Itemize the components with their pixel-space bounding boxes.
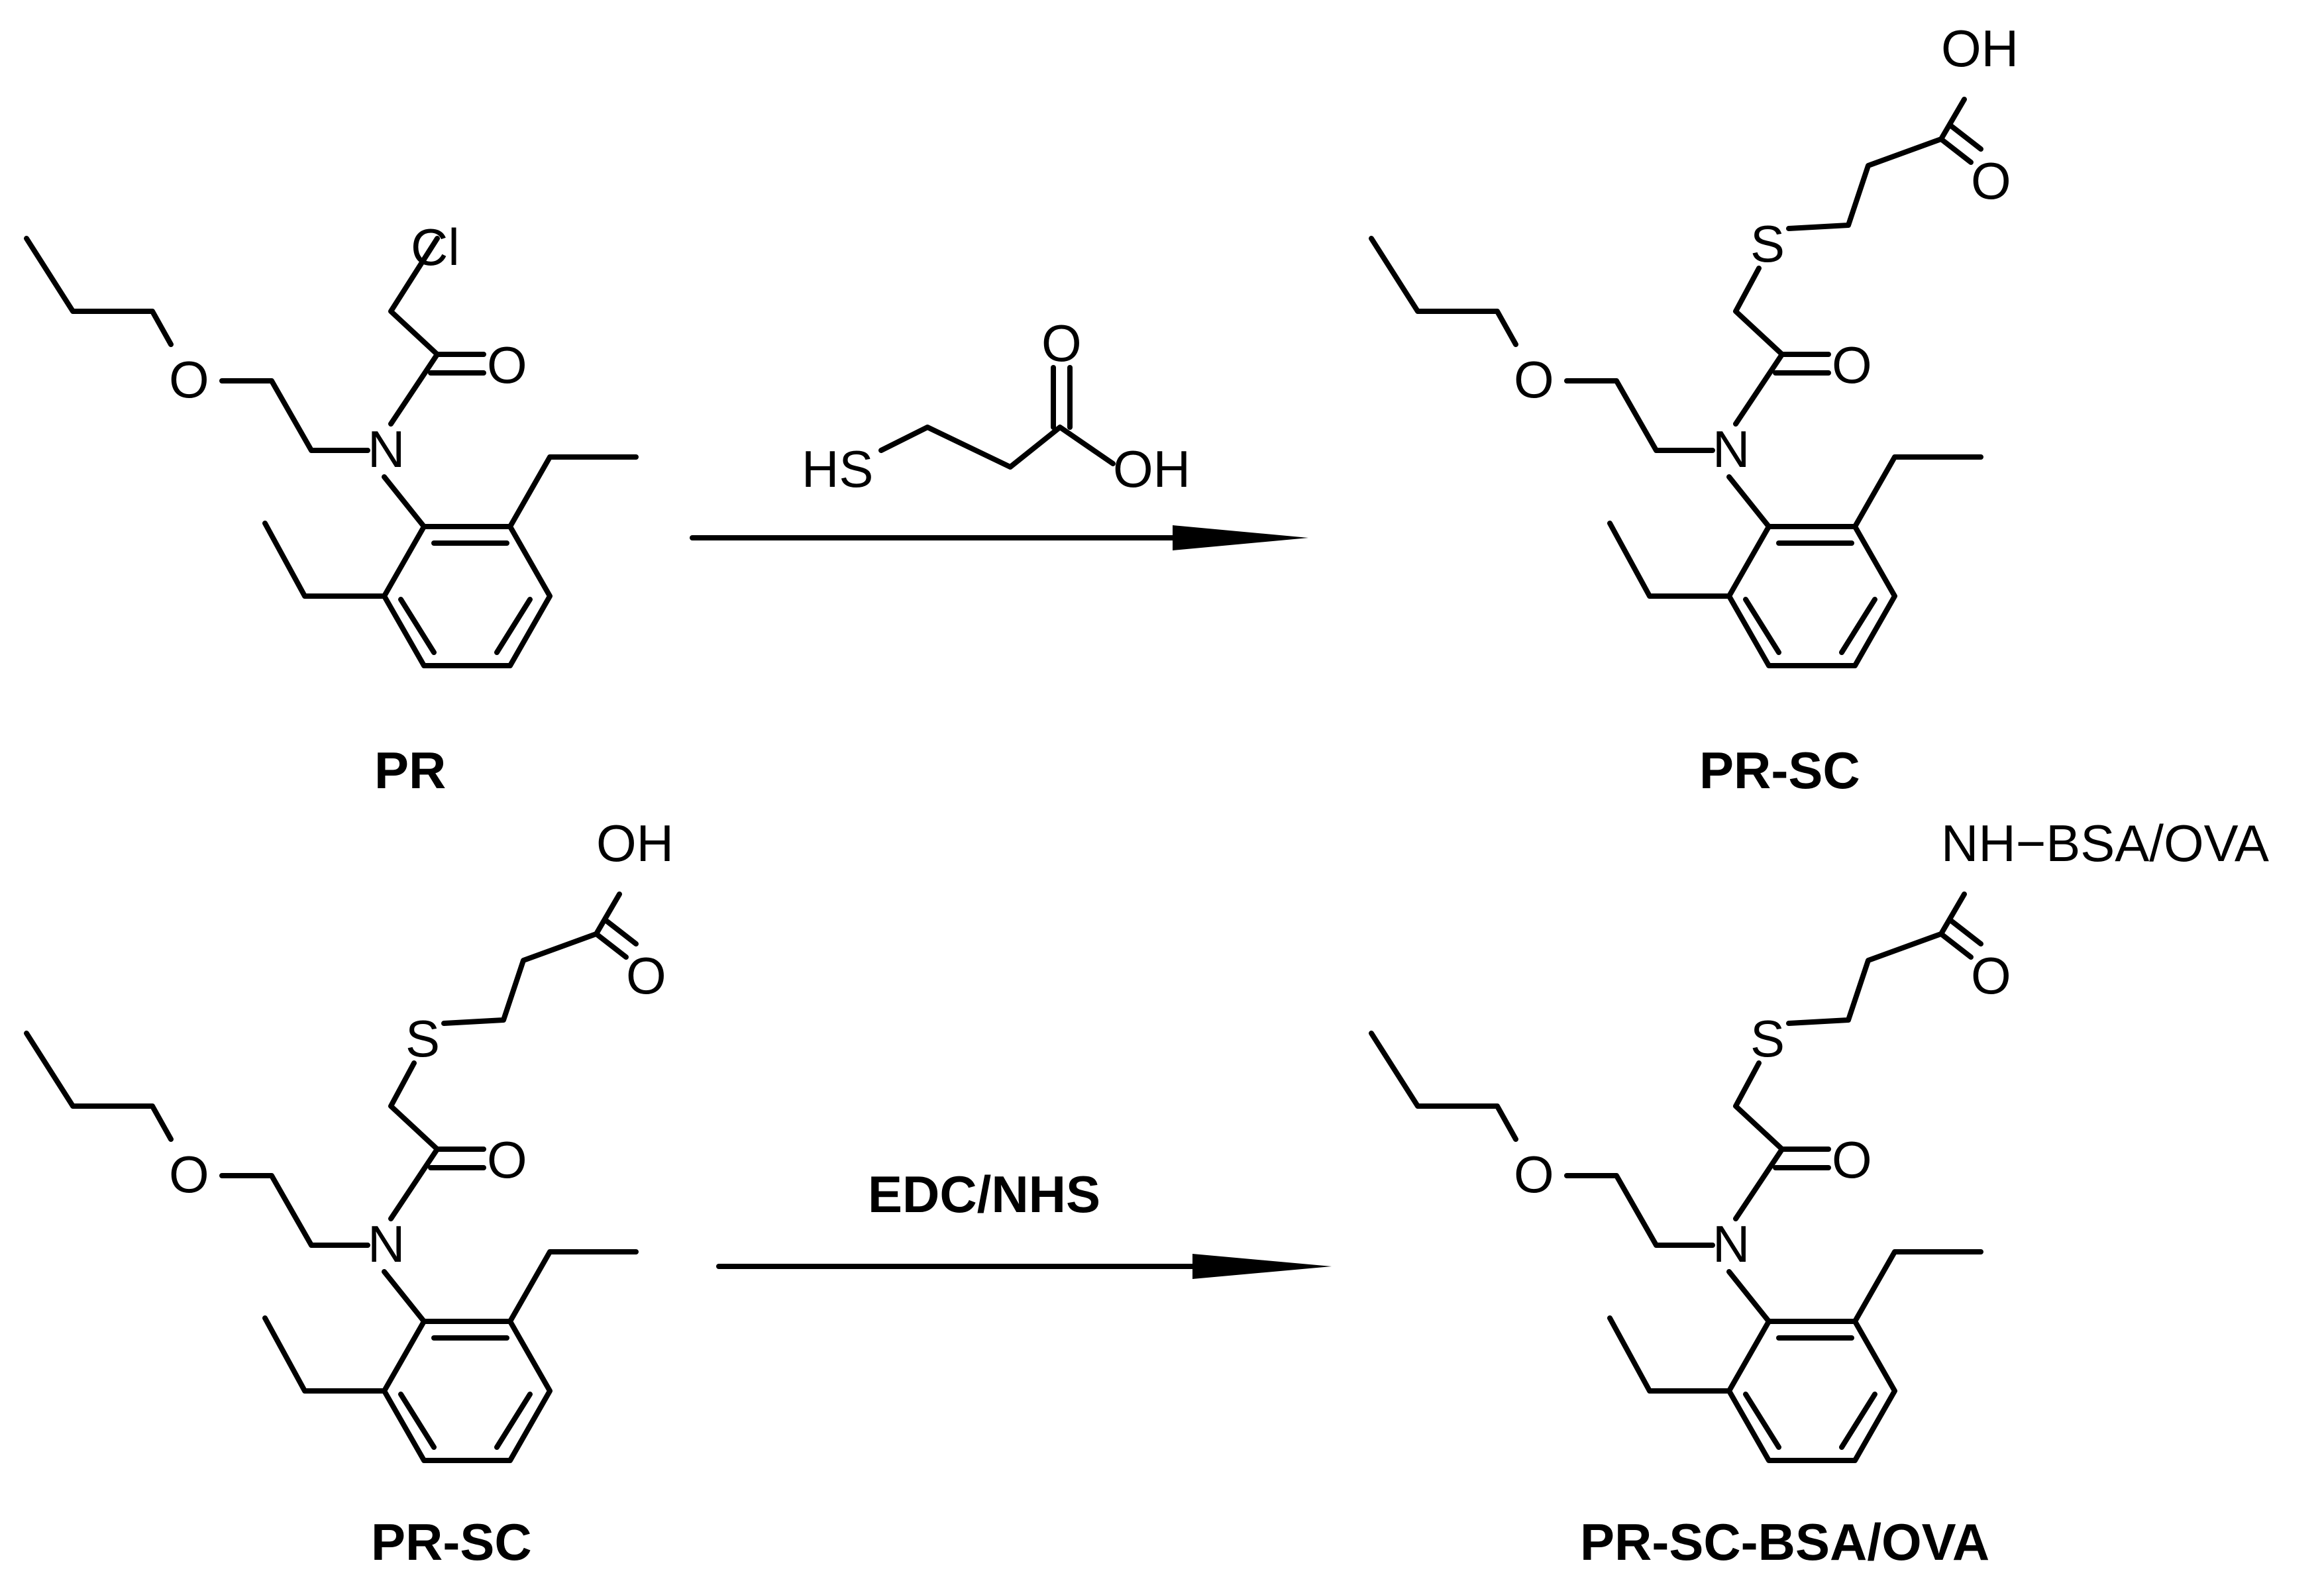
reagent-mercaptopropionic-acid: 3-mercaptopropionic acid HS O OH bbox=[802, 314, 1190, 498]
benzene-ring bbox=[382, 524, 553, 668]
reagent-edc-nhs: EDC/NHS bbox=[868, 1165, 1100, 1223]
ring-double-bond-2 bbox=[1839, 597, 1877, 655]
nitrogen-atom: N bbox=[1713, 420, 1750, 478]
acid-oxygen-atom: O bbox=[1971, 152, 2011, 210]
ring-double-bond-2 bbox=[494, 597, 533, 655]
label-pr: PR bbox=[374, 741, 446, 799]
acid-oxygen-atom: O bbox=[626, 946, 666, 1005]
amide-nh-protein-label: NH−BSA/OVA bbox=[1941, 814, 2269, 872]
nitrogen-atom: N bbox=[368, 420, 405, 478]
arrow-2-head bbox=[1192, 1254, 1332, 1279]
carbonyl-oxygen-atom: O bbox=[487, 336, 527, 394]
mpa-oxygen-atom: O bbox=[1041, 314, 1082, 372]
benzene-ring bbox=[1726, 1319, 1897, 1463]
ether-oxygen-atom: O bbox=[1514, 1145, 1554, 1203]
carbonyl-oxygen-atom: O bbox=[487, 1131, 527, 1189]
chlorine-atom: Cl bbox=[411, 218, 460, 276]
ethyl-left-bond bbox=[1607, 1315, 1732, 1394]
ring-double-bond-3 bbox=[1743, 597, 1781, 655]
ethylene-bond bbox=[219, 378, 370, 453]
reaction-arrow-2: EDC/NHS bbox=[716, 1165, 1332, 1279]
propyl-chain-bond bbox=[1369, 236, 1518, 347]
n-ring-bond bbox=[1726, 1269, 1771, 1324]
sulfur-atom: S bbox=[405, 1009, 440, 1068]
ether-oxygen-atom: O bbox=[169, 350, 209, 409]
ring-double-bond-2 bbox=[494, 1392, 533, 1450]
amide-oxygen-atom: O bbox=[1971, 946, 2011, 1005]
ring-double-bond-3 bbox=[398, 597, 437, 655]
label-pr-sc-bsa-ova: PR-SC-BSA/OVA bbox=[1580, 1513, 1989, 1571]
thioether-chain-bond bbox=[1786, 97, 1967, 231]
acid-carbonyl-double-a bbox=[594, 931, 629, 960]
n-carbonyl-bond bbox=[388, 1060, 440, 1221]
acid-carbonyl-double-b bbox=[604, 918, 639, 946]
acid-carbonyl-double-b bbox=[1948, 123, 1983, 152]
carbonyl-oxygen-atom: O bbox=[1832, 336, 1872, 394]
carbonyl-oxygen-atom: O bbox=[1832, 1131, 1872, 1189]
propyl-chain-bond bbox=[24, 236, 174, 347]
ethylene-bond bbox=[1564, 1173, 1715, 1248]
sulfur-atom: S bbox=[1750, 215, 1785, 273]
nitrogen-atom: N bbox=[1713, 1215, 1750, 1273]
ether-oxygen-atom: O bbox=[1514, 350, 1554, 409]
molecule-pr: Cl O O N PR bbox=[24, 218, 639, 799]
ethylene-bond bbox=[1564, 378, 1715, 453]
propyl-chain-bond bbox=[24, 1031, 174, 1142]
ethyl-left-bond bbox=[262, 1315, 387, 1394]
ring-double-bond-2 bbox=[1839, 1392, 1877, 1450]
ethyl-right-bond bbox=[1852, 454, 1983, 529]
benzene-ring bbox=[382, 1319, 553, 1463]
arrow-1-head bbox=[1173, 525, 1308, 550]
molecule-pr-sc-bsa-ova: S NH−BSA/OVA O O O N PR-SC-BSA/OVA bbox=[1369, 814, 2269, 1571]
acid-carbonyl-double-a bbox=[1938, 136, 1974, 165]
mpa-chain-bond bbox=[878, 425, 1116, 470]
ethyl-right-bond bbox=[507, 454, 639, 529]
ether-oxygen-atom: O bbox=[169, 1145, 209, 1203]
thiol-atom: HS bbox=[802, 440, 873, 498]
nitrogen-atom: N bbox=[368, 1215, 405, 1273]
thioether-chain-bond bbox=[1786, 892, 1967, 1026]
ethyl-right-bond bbox=[507, 1249, 639, 1324]
amide-carbonyl-double-b bbox=[1948, 918, 1983, 946]
hydroxyl-atom: OH bbox=[1941, 19, 2019, 77]
amide-carbonyl-double-a bbox=[1938, 931, 1974, 960]
ethyl-left-bond bbox=[262, 521, 387, 599]
ring-double-bond-3 bbox=[1743, 1392, 1781, 1450]
propyl-chain-bond bbox=[1369, 1031, 1518, 1142]
hydroxyl-atom: OH bbox=[596, 814, 674, 872]
ethylene-bond bbox=[219, 1173, 370, 1248]
label-pr-sc-bottom: PR-SC bbox=[371, 1513, 532, 1571]
molecule-pr-sc-top: S OH O O O N PR-SC bbox=[1369, 19, 2019, 799]
n-ring-bond bbox=[1726, 474, 1771, 529]
n-ring-bond bbox=[382, 1269, 427, 1324]
ring-double-bond-3 bbox=[398, 1392, 437, 1450]
n-carbonyl-bond bbox=[1733, 266, 1785, 427]
n-ring-bond bbox=[382, 474, 427, 529]
mpa-hydroxyl-atom: OH bbox=[1113, 440, 1190, 498]
reaction-arrow-1 bbox=[690, 525, 1308, 550]
ethyl-left-bond bbox=[1607, 521, 1732, 599]
ethyl-right-bond bbox=[1852, 1249, 1983, 1324]
thioether-chain-bond bbox=[441, 892, 622, 1026]
benzene-ring bbox=[1726, 524, 1897, 668]
n-carbonyl-bond bbox=[388, 236, 440, 427]
sulfur-atom: S bbox=[1750, 1009, 1785, 1068]
n-carbonyl-bond bbox=[1733, 1060, 1785, 1221]
molecule-pr-sc-bottom: S OH O O O N PR-SC bbox=[24, 814, 674, 1571]
label-pr-sc-top: PR-SC bbox=[1699, 741, 1860, 799]
